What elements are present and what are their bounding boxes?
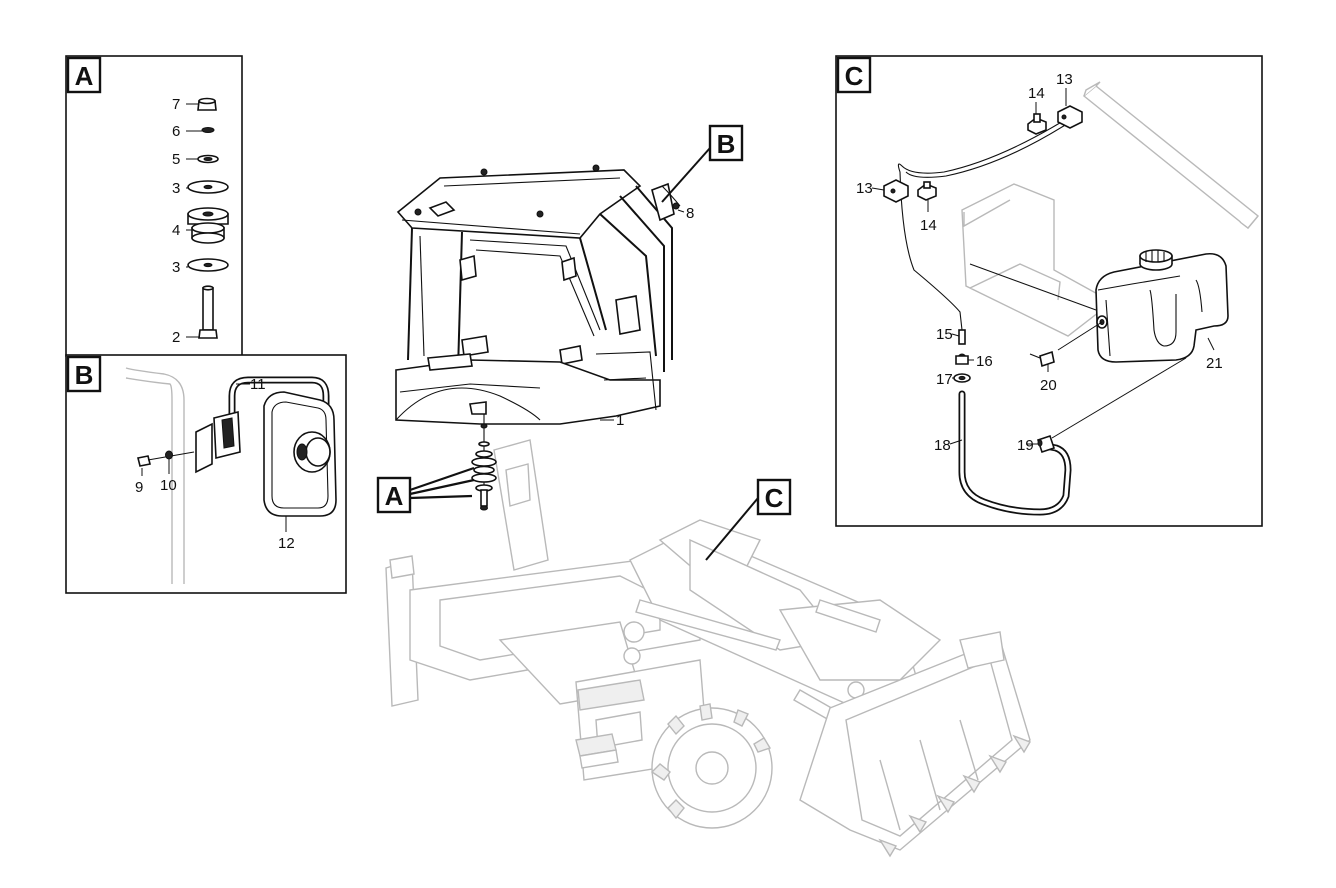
detail-panel-c (835, 55, 1263, 527)
callout-19: 19 (1017, 437, 1034, 454)
callout-2: 2 (172, 329, 180, 346)
washer-stack-a (187, 97, 229, 339)
callout-5: 5 (172, 151, 180, 168)
callout-18: 18 (934, 437, 951, 454)
detail-tag-c-main-text: C (765, 483, 784, 513)
callout-15: 15 (936, 326, 953, 343)
callout-10: 10 (160, 477, 177, 494)
detail-tag-b-main: B (708, 124, 744, 162)
callout-1: 1 (616, 412, 624, 429)
detail-panel-b (65, 354, 347, 594)
detail-tag-b-panel: B (66, 355, 102, 393)
washer-fluid-tank-21 (1095, 249, 1229, 363)
main-leaders (409, 147, 759, 561)
hose-clip-13-top (1057, 105, 1083, 129)
mirror-assembly-b (137, 376, 337, 517)
detail-tag-a-main-text: A (385, 481, 404, 511)
callout-16: 16 (976, 353, 993, 370)
hose-clip-13-left (883, 179, 909, 203)
callout-21: 21 (1206, 355, 1223, 372)
detail-tag-c-panel-text: C (845, 61, 864, 91)
callout-numbers: 7 6 5 3 4 3 2 11 9 10 12 1 8 13 14 13 14… (135, 71, 1223, 552)
callout-9: 9 (135, 479, 143, 496)
callout-8: 8 (686, 205, 694, 222)
callout-7: 7 (172, 96, 180, 113)
operator-cab (395, 164, 673, 425)
backhoe-loader-ghost (385, 439, 1032, 858)
callout-6: 6 (172, 123, 180, 140)
callout-3-upper: 3 (172, 180, 180, 197)
detail-tag-c-main: C (756, 478, 792, 516)
callout-17: 17 (936, 371, 953, 388)
mount-isolator-stack (471, 414, 497, 511)
detail-tag-a-panel: A (66, 56, 102, 94)
bolt-14-top (1027, 113, 1047, 135)
callout-14-left: 14 (920, 217, 937, 234)
callout-20: 20 (1040, 377, 1057, 394)
detail-tag-c-panel: C (836, 56, 872, 94)
callout-14-top: 14 (1028, 85, 1045, 102)
callout-3-lower: 3 (172, 259, 180, 276)
callout-11: 11 (250, 376, 266, 393)
callout-4: 4 (172, 222, 180, 239)
detail-tag-a-panel-text: A (75, 61, 94, 91)
detail-panel-a (65, 55, 243, 357)
bolt-14-left (917, 181, 937, 201)
callout-13-left: 13 (856, 180, 873, 197)
detail-tag-b-main-text: B (717, 129, 736, 159)
callout-12: 12 (278, 535, 295, 552)
callout-13-top: 13 (1056, 71, 1073, 88)
detail-tag-a-main: A (376, 476, 412, 514)
cab-mirror-small (651, 182, 681, 222)
detail-tag-b-panel-text: B (75, 360, 94, 390)
